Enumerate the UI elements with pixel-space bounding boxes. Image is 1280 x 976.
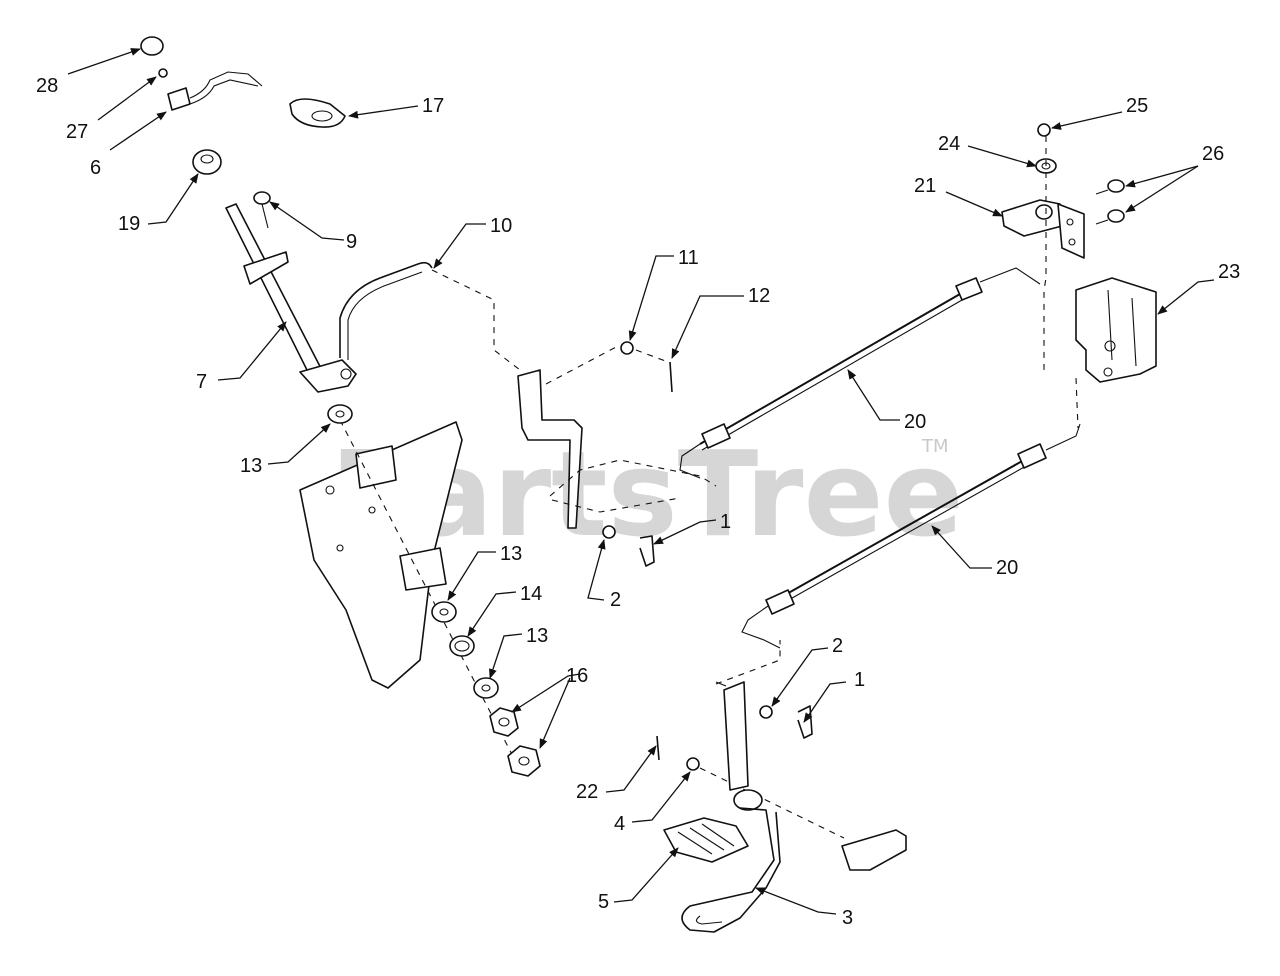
callout-4: 4 <box>614 813 625 835</box>
callout-5: 5 <box>598 891 609 913</box>
callout-22: 22 <box>576 781 598 803</box>
part-28-cap <box>140 36 164 56</box>
part-3-pedal-lever <box>681 640 907 933</box>
part-11-washer <box>620 341 634 355</box>
part-12-pin <box>669 361 673 393</box>
callout-6: 6 <box>90 157 101 179</box>
part-16-nut-upper <box>489 707 519 737</box>
watermark-tm: TM <box>921 436 949 457</box>
axis-line-right-upper <box>1043 136 1047 370</box>
callout-28: 28 <box>36 75 58 97</box>
callout-2-upper: 2 <box>610 589 621 611</box>
part-2-washer-upper <box>602 525 616 539</box>
callout-labels: 28 27 6 17 19 9 10 11 12 7 13 13 14 13 1… <box>36 75 1240 929</box>
part-17-pad <box>289 98 346 128</box>
axis-line-shaft <box>339 419 521 771</box>
part-20-cable-lower <box>741 423 1081 649</box>
part-27-nut <box>158 68 168 78</box>
part-20-cable-upper <box>679 267 1041 479</box>
part-13-washer-mid <box>431 601 457 623</box>
callout-13-mid: 13 <box>500 543 522 565</box>
callout-21: 21 <box>914 175 936 197</box>
callout-3: 3 <box>842 907 853 929</box>
part-25-nut <box>1037 123 1051 137</box>
callout-20-lower: 20 <box>996 557 1018 579</box>
part-6-lever-arm <box>167 71 263 111</box>
axis-line-pedal <box>699 767 845 839</box>
part-9-screw <box>253 191 271 229</box>
callout-10: 10 <box>490 215 512 237</box>
callout-13-lower: 13 <box>526 625 548 647</box>
callout-11: 11 <box>678 247 699 269</box>
callout-1-lower: 1 <box>854 669 865 691</box>
part-2-washer-lower <box>759 705 773 719</box>
bracket-linkage <box>549 459 717 513</box>
part-1-clip-lower <box>797 705 813 739</box>
part-5-pedal-pad <box>663 817 749 863</box>
part-13-washer-lower <box>473 677 499 699</box>
part-21-pivot-bracket <box>1001 199 1085 259</box>
callout-23: 23 <box>1218 261 1240 283</box>
axis-line-11-12 <box>635 349 669 363</box>
part-19-bushing <box>192 149 222 175</box>
callout-16: 16 <box>566 665 588 687</box>
callout-14: 14 <box>520 583 542 605</box>
part-13-washer-upper <box>327 404 353 424</box>
part-7-shift-rod <box>225 203 357 393</box>
callout-2-lower: 2 <box>832 635 843 657</box>
part-16-nut-lower <box>507 745 541 777</box>
part-14-spring-washer <box>449 635 475 657</box>
callout-17: 17 <box>422 95 444 117</box>
axis-line-right-lower <box>1075 377 1079 429</box>
callout-12: 12 <box>748 285 770 307</box>
callout-26: 26 <box>1202 143 1224 165</box>
leader-lines <box>67 48 1215 915</box>
callout-20-upper: 20 <box>904 411 926 433</box>
part-1-clip-upper <box>639 535 655 567</box>
axis-line-10-11 <box>545 345 619 385</box>
callout-24: 24 <box>938 133 960 155</box>
callout-27: 27 <box>66 121 88 143</box>
callout-9: 9 <box>346 231 357 253</box>
callout-1-upper: 1 <box>720 511 731 533</box>
callout-25: 25 <box>1126 95 1148 117</box>
mounting-plate <box>299 421 463 689</box>
callout-19: 19 <box>118 213 140 235</box>
part-23-mount-bracket <box>1075 277 1157 383</box>
callout-7: 7 <box>196 371 207 393</box>
part-10-shift-link <box>339 261 583 529</box>
part-26-bolts <box>1095 179 1125 225</box>
part-4-washer <box>686 757 700 771</box>
part-22-pin <box>656 735 660 761</box>
callout-13-upper: 13 <box>240 455 262 477</box>
